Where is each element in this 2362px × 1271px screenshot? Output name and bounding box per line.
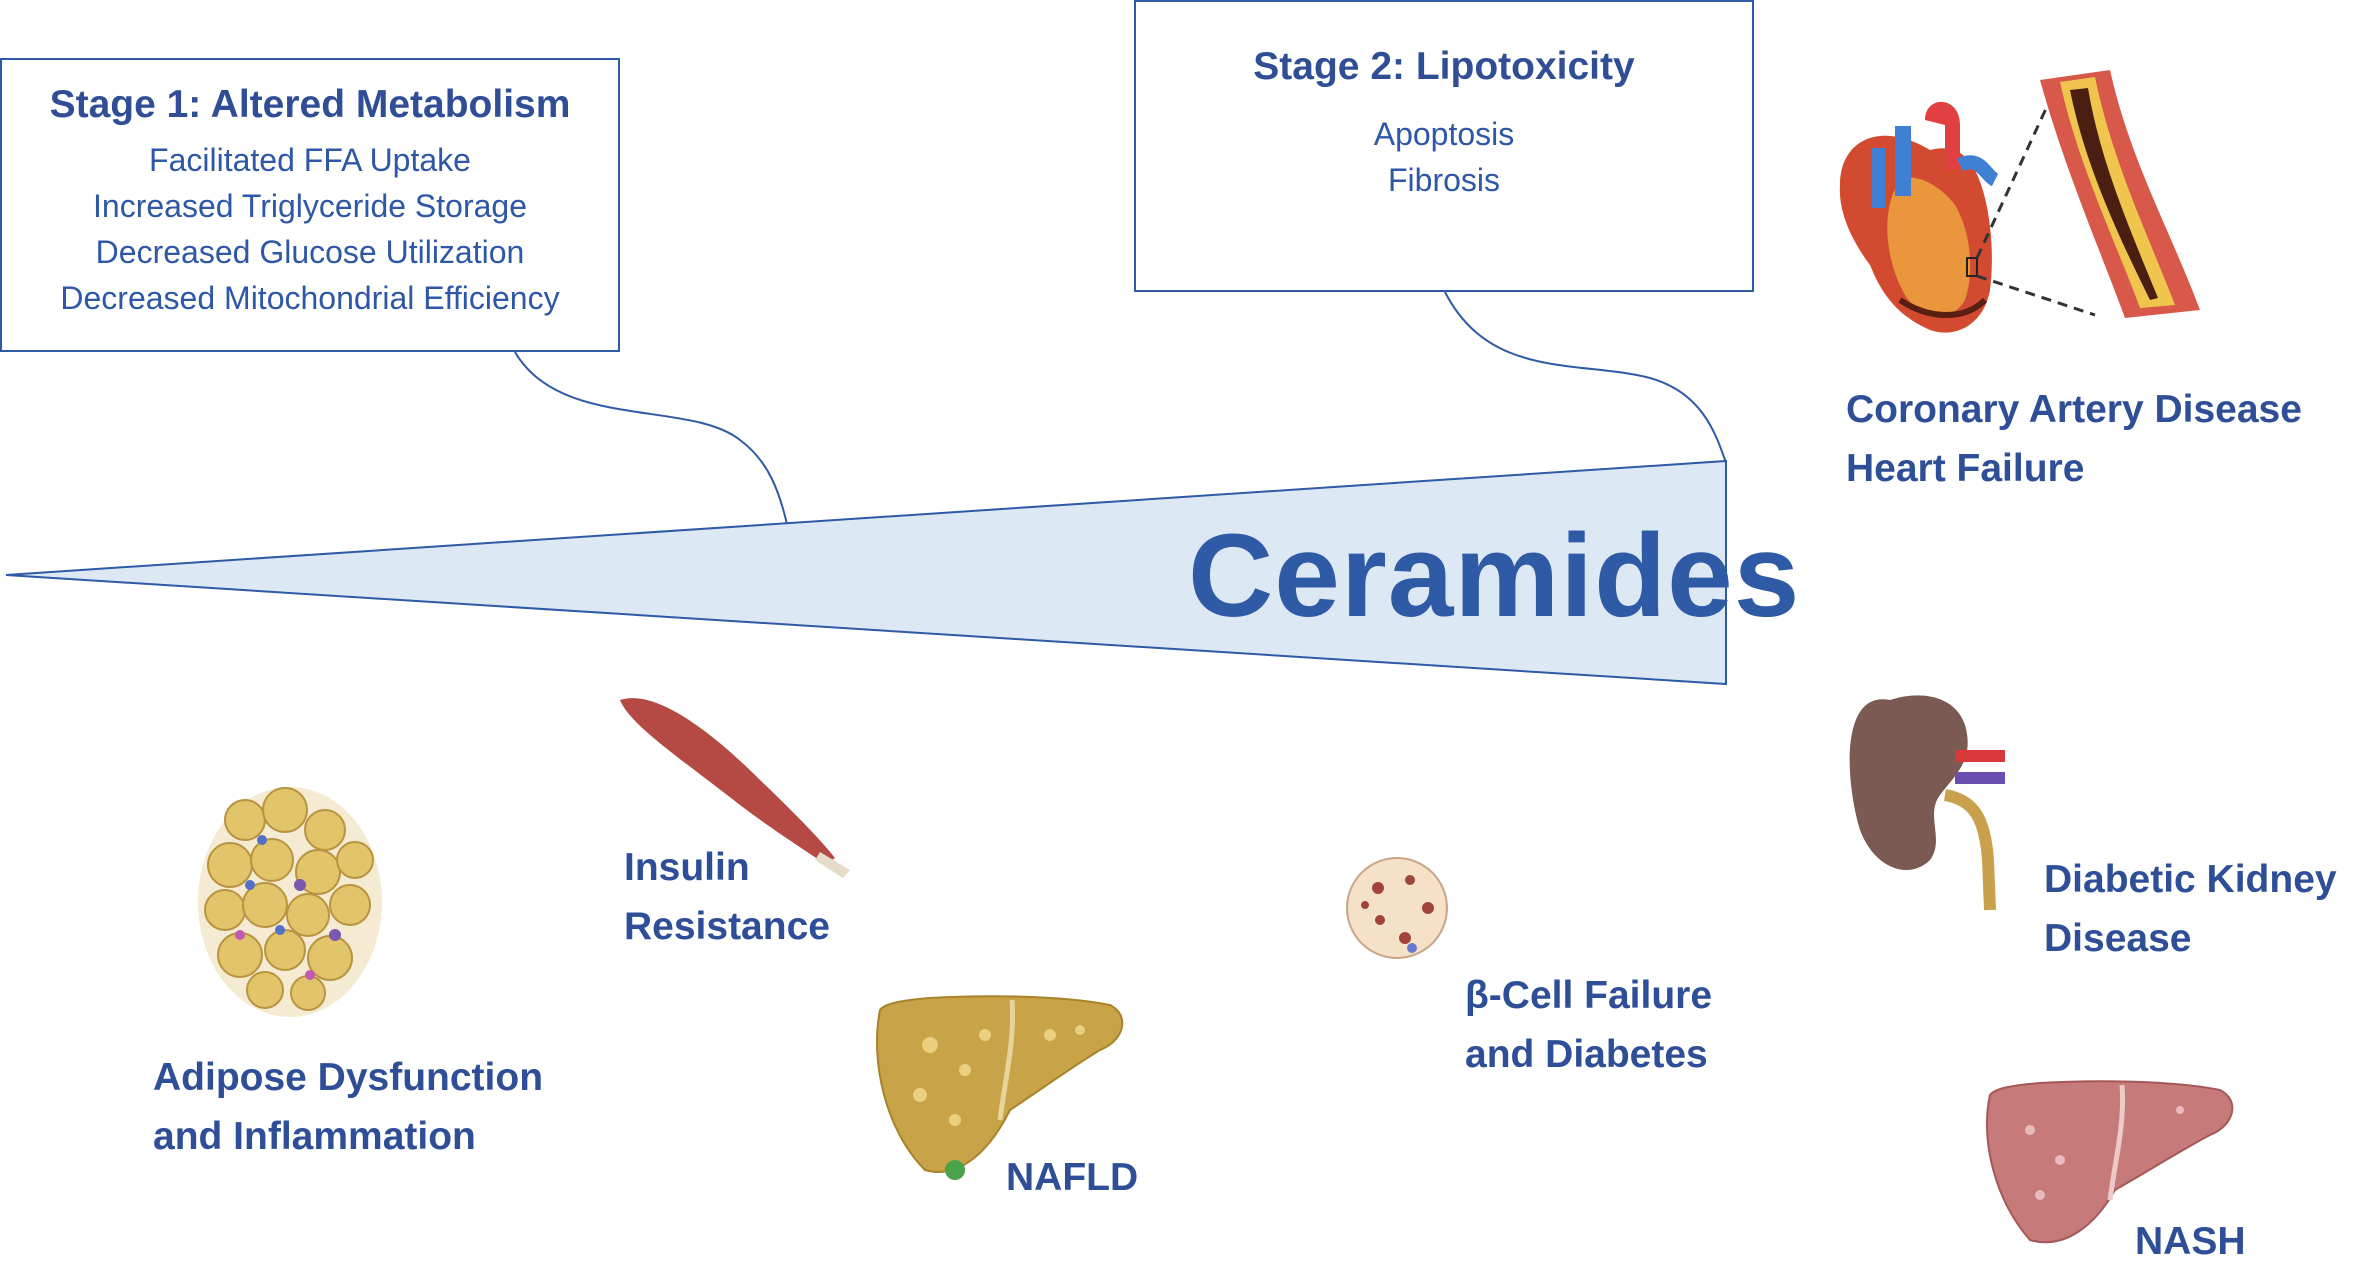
insulin-label-line2: Resistance	[624, 905, 830, 948]
adipose-label: Adipose Dysfunction and Inflammation	[153, 1048, 543, 1166]
dkd-label-line2: Disease	[2044, 917, 2192, 960]
adipose-label-line2: and Inflammation	[153, 1115, 476, 1158]
stage2-title: Stage 2: Lipotoxicity	[1253, 45, 1635, 88]
dkd-label: Diabetic Kidney Disease	[2044, 850, 2337, 968]
nash-label: NASH	[2135, 1220, 2246, 1263]
kidney-icon	[1849, 695, 2005, 911]
stage2-list: Apoptosis Fibrosis	[1136, 111, 1752, 203]
beta-cell-label-line1: β-Cell Failure	[1465, 974, 1713, 1017]
artery-icon	[2040, 70, 2200, 318]
adipose-cells-icon	[198, 787, 382, 1017]
stage2-item: Apoptosis	[1373, 115, 1515, 152]
beta-cell-islet-icon	[1346, 857, 1448, 959]
dkd-label-line1: Diabetic Kidney	[2044, 858, 2337, 901]
stage1-connector	[514, 351, 788, 525]
ceramides-label: Ceramides	[1188, 510, 1801, 642]
fatty-liver-icon	[876, 995, 1124, 1180]
beta-cell-label: β-Cell Failure and Diabetes	[1465, 966, 1712, 1084]
beta-cell-label-line2: and Diabetes	[1465, 1033, 1708, 1076]
stage1-item: Facilitated FFA Uptake	[149, 141, 471, 178]
heart-icon	[1839, 101, 1999, 333]
cad-label: Coronary Artery Disease Heart Failure	[1846, 380, 2302, 498]
cad-label-line1: Coronary Artery Disease	[1846, 388, 2302, 431]
zoom-line-top	[1975, 99, 2052, 259]
stage1-item: Increased Triglyceride Storage	[93, 187, 527, 224]
insulin-label-line1: Insulin	[624, 846, 750, 889]
zoom-line-bottom	[1976, 274, 2096, 317]
stage1-item: Decreased Mitochondrial Efficiency	[60, 279, 560, 316]
insulin-resistance-label: Insulin Resistance	[624, 838, 830, 956]
stage2-box: Stage 2: Lipotoxicity Apoptosis Fibrosis	[1134, 0, 1754, 292]
stage2-connector	[1444, 291, 1727, 464]
muscle-icon	[620, 698, 850, 878]
stage2-item: Fibrosis	[1387, 161, 1500, 198]
ceramides-wedge	[5, 459, 1727, 686]
adipose-label-line1: Adipose Dysfunction	[153, 1056, 544, 1099]
stage1-box: Stage 1: Altered Metabolism Facilitated …	[0, 58, 620, 352]
nafld-label: NAFLD	[1006, 1156, 1139, 1199]
cad-label-line2: Heart Failure	[1846, 447, 2085, 490]
stage1-list: Facilitated FFA Uptake Increased Triglyc…	[2, 137, 618, 321]
stage1-item: Decreased Glucose Utilization	[95, 233, 525, 270]
stage1-title: Stage 1: Altered Metabolism	[49, 83, 571, 126]
nash-liver-icon	[1986, 1080, 2234, 1244]
